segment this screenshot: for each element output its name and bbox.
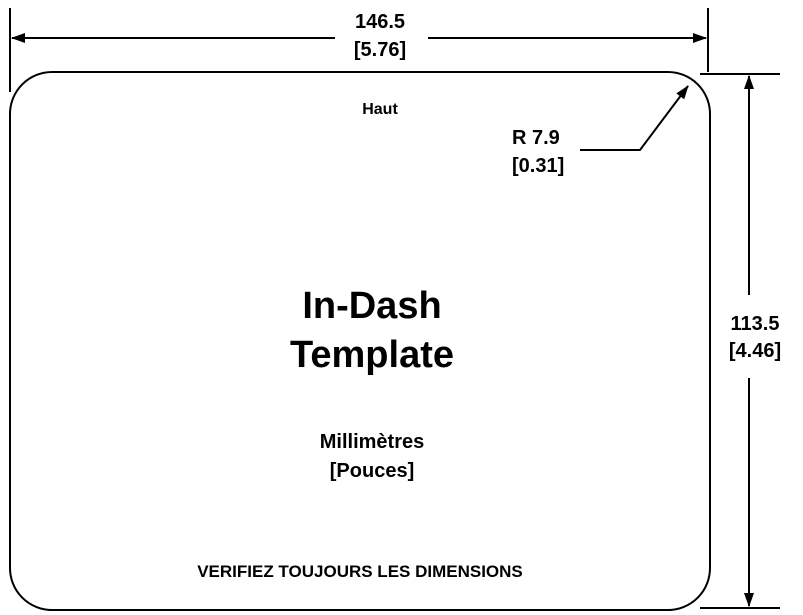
top-label: Haut [362,101,398,118]
radius-leader-line [580,85,689,151]
width-in-label: [5.76] [354,39,406,61]
units-primary-label: Millimètres [320,431,424,453]
template-outline [9,71,711,611]
warning-label: VERIFIEZ TOUJOURS LES DIMENSIONS [197,562,523,581]
units-secondary-label: [Pouces] [330,460,414,482]
title-line-2: Template [290,334,454,376]
width-mm-label: 146.5 [355,11,405,33]
title-line-1: In-Dash [302,285,441,327]
radius-in-label: [0.31] [512,155,564,177]
radius-mm-label: R 7.9 [512,127,560,149]
height-mm-label: 113.5 [731,313,780,335]
height-in-label: [4.46] [729,340,781,362]
